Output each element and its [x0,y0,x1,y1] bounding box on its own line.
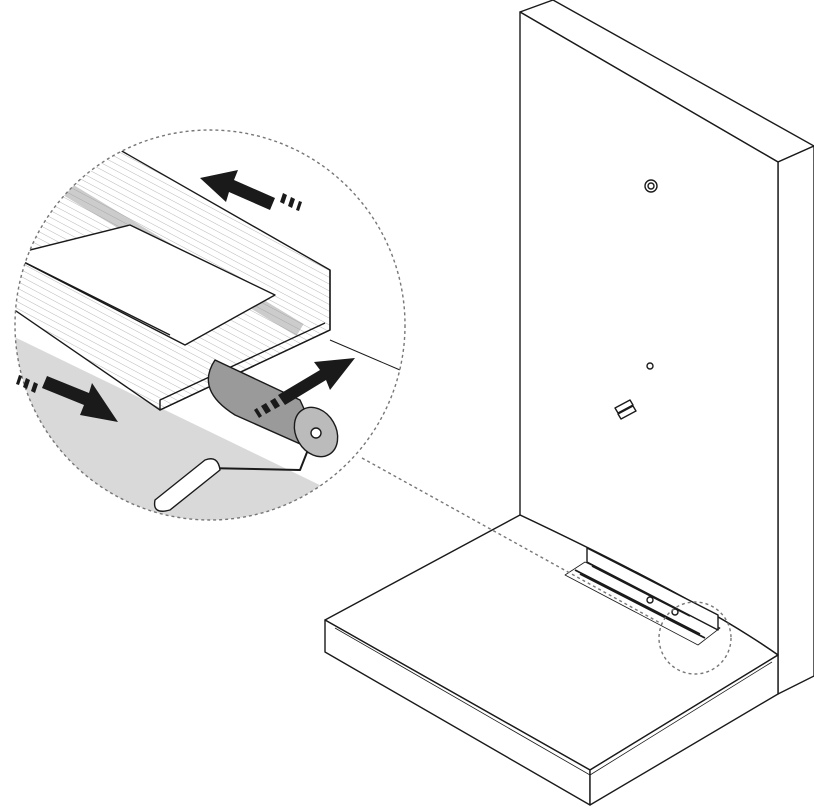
direction-arrows [16,170,355,422]
arrow-up-right-icon [278,358,355,405]
arrow-right-icon [42,376,118,422]
screws-icon [614,399,637,420]
wall-hole-top [644,179,658,193]
mounting-strip [564,547,721,646]
wall-hole-middle [646,362,654,370]
arrow-left-icon [200,170,275,210]
floor-base [324,514,779,806]
roller-handle [153,458,221,512]
detail-callout [15,149,405,520]
wall-panel [519,0,814,695]
detail-marker [658,601,732,675]
